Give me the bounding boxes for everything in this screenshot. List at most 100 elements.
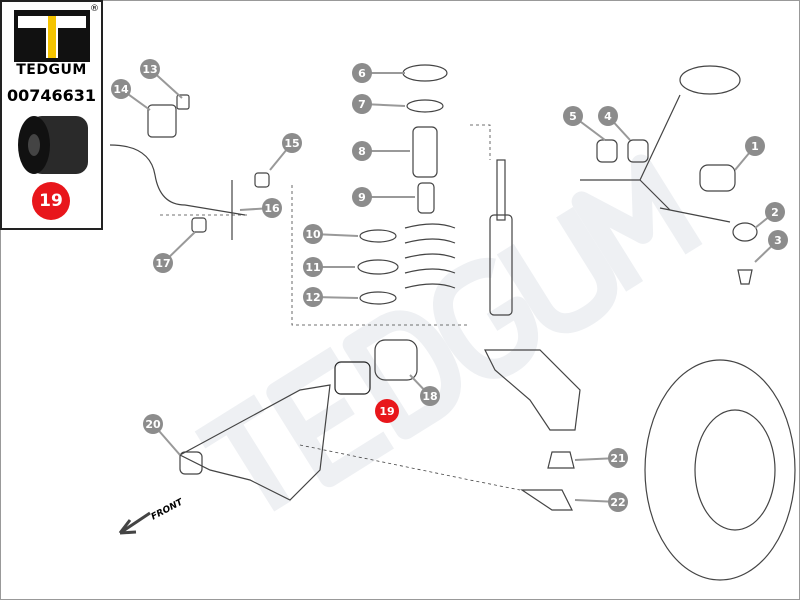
callout-circle	[153, 253, 173, 273]
rack-bushing-4	[627, 139, 649, 163]
steering-column	[580, 94, 681, 211]
callout-circle	[608, 448, 628, 468]
callout-circle	[303, 287, 323, 307]
arm-bushing-18	[374, 339, 418, 381]
callout-4: 4	[598, 106, 631, 141]
callout-circle	[303, 224, 323, 244]
spring-seat	[359, 229, 397, 243]
callout-circle	[352, 63, 372, 83]
callout-circle	[111, 79, 131, 99]
callout-7: 7	[352, 94, 406, 114]
callout-number: 13	[142, 63, 157, 76]
shock-body	[489, 214, 513, 316]
callout-number: 11	[305, 261, 320, 274]
ball-joint	[520, 489, 573, 511]
wheel-rim	[694, 409, 776, 531]
rack-boot	[699, 164, 736, 192]
callout-16: 16	[239, 198, 282, 218]
callout-13: 13	[140, 59, 183, 99]
callout-number: 7	[358, 98, 366, 111]
callout-circle	[282, 133, 302, 153]
callout-circle	[303, 257, 323, 277]
rack-bushing-5	[596, 139, 618, 163]
callout-circle	[608, 492, 628, 512]
callout-number: 4	[604, 110, 612, 123]
shock-rod	[496, 159, 506, 221]
callout-number: 20	[145, 418, 161, 431]
coil-spring	[404, 223, 456, 289]
callout-number: 1	[751, 140, 759, 153]
lower-seat	[359, 291, 397, 305]
callout-number: 8	[358, 145, 366, 158]
end-link-bushing	[254, 172, 270, 188]
watermark-lettering	[194, 154, 703, 512]
callout-number: 12	[305, 291, 320, 304]
callout-number: 9	[358, 191, 366, 204]
callout-number: 22	[610, 496, 625, 509]
callout-circle	[352, 187, 372, 207]
steering-knuckle	[484, 349, 581, 431]
part-info-box: ® TEDGUM 00746631 19	[0, 0, 103, 230]
callout-circle	[768, 230, 788, 250]
callout-1: 1	[734, 136, 765, 171]
callout-22: 22	[574, 492, 628, 512]
callout-number: 16	[264, 202, 280, 215]
registered-mark: ®	[90, 4, 99, 14]
bracket-clamp	[176, 94, 190, 110]
callout-14: 14	[111, 79, 151, 111]
ball-joint-boot	[547, 451, 575, 469]
top-mount	[402, 64, 448, 82]
wheel-tire	[644, 359, 796, 581]
callout-circle	[352, 141, 372, 161]
callout-3: 3	[754, 230, 788, 263]
callout-17: 17	[153, 231, 196, 273]
callout-18: 18	[409, 374, 440, 406]
callout-circle	[745, 136, 765, 156]
callout-circle	[262, 198, 282, 218]
tie-rod-end	[732, 222, 758, 242]
sway-bar	[109, 144, 246, 216]
callout-circle	[765, 202, 785, 222]
callout-circle	[140, 59, 160, 79]
arm-bushing-19	[334, 361, 371, 395]
sway-bar-bracket	[147, 104, 177, 138]
callout-11: 11	[303, 257, 355, 277]
front-arrow	[118, 511, 151, 535]
callout-number: 3	[774, 234, 782, 247]
callout-15: 15	[269, 133, 302, 171]
callout-circle	[563, 106, 583, 126]
dust-boot	[412, 126, 438, 178]
tie-rod-boot	[737, 269, 753, 285]
callout-8: 8	[352, 141, 410, 161]
lower-control-arm	[178, 384, 331, 501]
bearing	[406, 99, 444, 113]
callout-number: 2	[771, 206, 779, 219]
bushing-photo	[16, 114, 90, 176]
callout-10: 10	[303, 224, 359, 244]
parts-drawing	[109, 64, 796, 581]
callout-number: 10	[305, 228, 321, 241]
callout-circle	[375, 399, 399, 423]
callout-number: 15	[284, 137, 299, 150]
callout-9: 9	[352, 187, 415, 207]
callout-number: 19	[379, 405, 394, 418]
callout-circle	[143, 414, 163, 434]
tie-rod	[659, 207, 731, 223]
bump-stop	[417, 182, 435, 214]
sway-bar-bushing	[191, 217, 207, 233]
callout-number: 17	[155, 257, 170, 270]
part-number: 00746631	[6, 86, 97, 105]
tedgum-logo	[14, 10, 90, 62]
callout-number: 18	[422, 390, 437, 403]
spring-bearing	[357, 259, 399, 275]
callout-19: 19	[375, 399, 399, 423]
callout-5: 5	[563, 106, 606, 141]
callout-number: 6	[358, 67, 366, 80]
guide-lines	[160, 124, 521, 491]
callout-number: 14	[113, 83, 129, 96]
callout-12: 12	[303, 287, 359, 307]
callout-6: 6	[352, 63, 405, 83]
